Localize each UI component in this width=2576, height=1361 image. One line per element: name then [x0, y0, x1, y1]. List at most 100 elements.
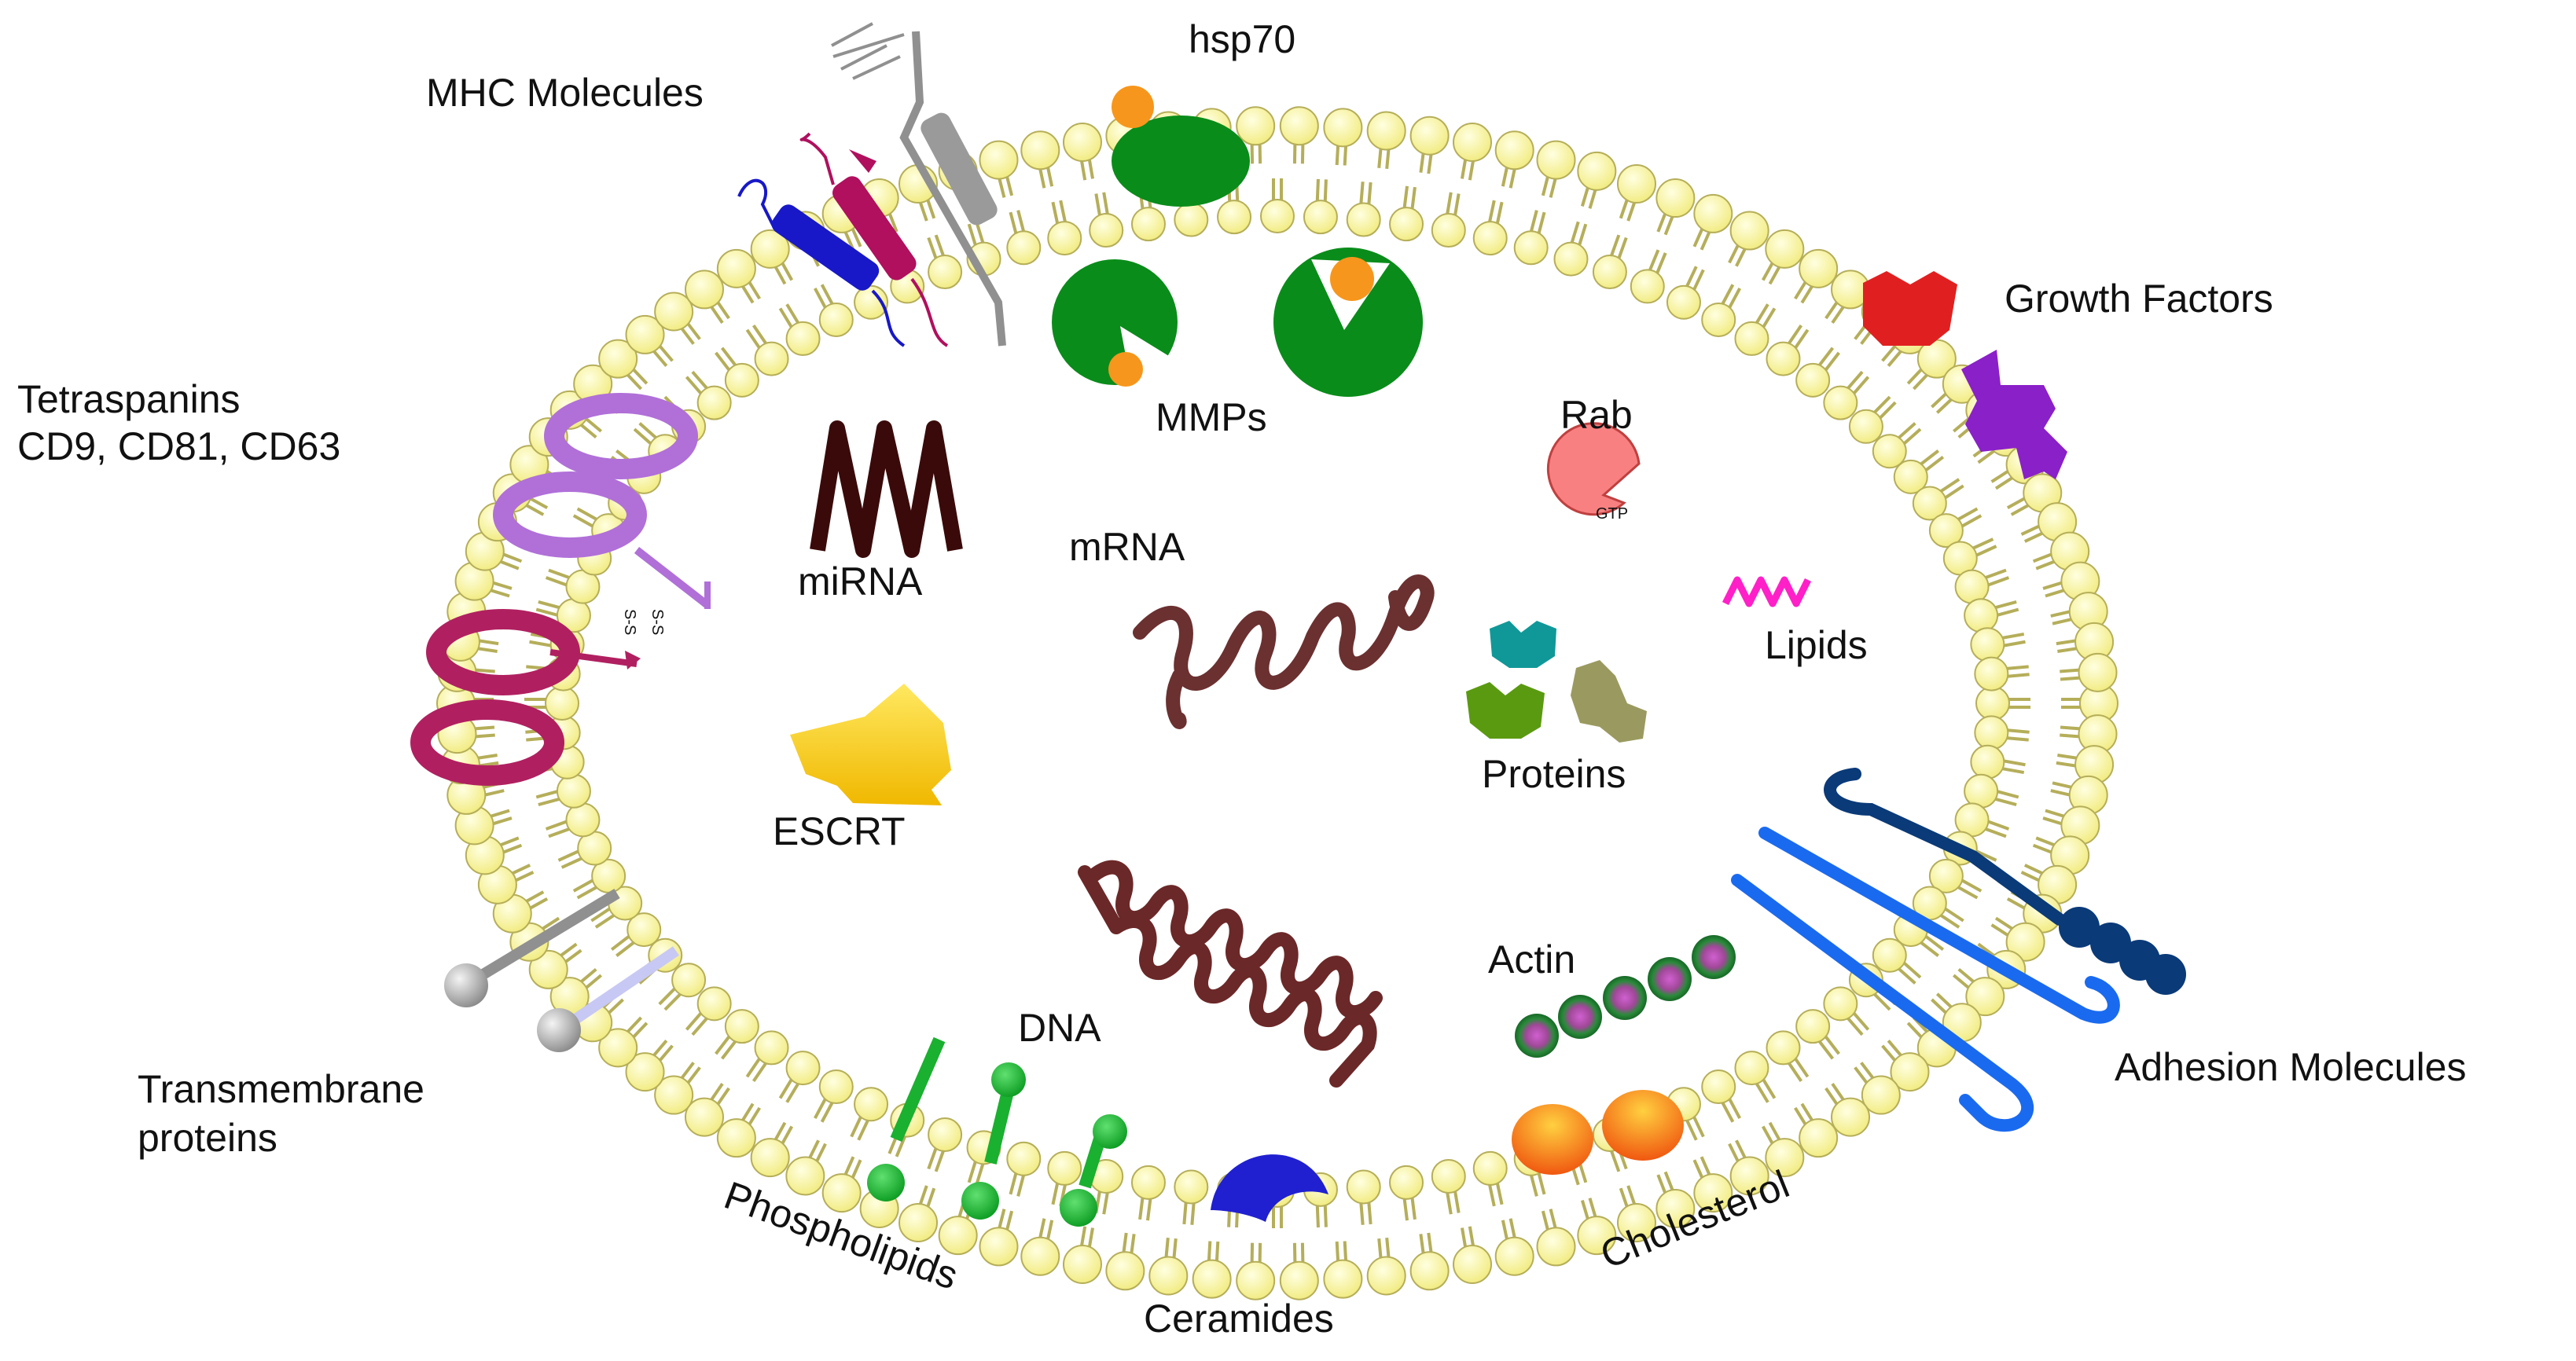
lipid-head — [598, 1028, 638, 1068]
lipid-head — [598, 339, 638, 379]
lipid-head — [1592, 255, 1627, 290]
lipid-head — [785, 321, 821, 356]
lipid-head — [654, 292, 694, 332]
lipid-head — [785, 1051, 821, 1086]
lipid-head — [1928, 513, 1964, 548]
escrt-icon — [790, 684, 951, 805]
transmembrane-proteins-icon — [444, 889, 679, 1052]
lipid-head — [1236, 106, 1276, 146]
lipid-head — [979, 1227, 1019, 1267]
lipid-head — [724, 362, 759, 398]
lipid-head — [1453, 122, 1493, 162]
lipid-head — [1577, 1216, 1617, 1256]
lipid-head — [754, 1030, 789, 1066]
lipid-head — [938, 1216, 978, 1256]
lipid-head — [1701, 1069, 1736, 1105]
lipid-head — [1848, 409, 1883, 444]
lipid-head — [1494, 1236, 1534, 1276]
lipid-head — [1701, 302, 1736, 337]
lipid-head — [1553, 241, 1589, 277]
lipid-head — [1431, 1158, 1466, 1194]
lipid-head — [1303, 200, 1338, 235]
lipid-head — [1823, 385, 1858, 420]
lipid-head — [684, 1097, 724, 1137]
lipid-head — [1047, 1150, 1082, 1186]
lipid-head — [1062, 1245, 1102, 1285]
lipid-head — [1766, 1030, 1801, 1066]
lipid-head — [1861, 1075, 1901, 1115]
lipid-head — [1795, 362, 1831, 398]
hsp70-protein-icon — [1112, 86, 1250, 207]
lipid-head — [1389, 207, 1424, 242]
lipid-head — [1831, 1097, 1871, 1137]
lipid-head — [1148, 1256, 1189, 1296]
lipid-head — [1974, 656, 2009, 692]
lipid-head — [556, 773, 591, 809]
lipid-head — [1047, 221, 1082, 256]
lipid-head — [1666, 284, 1701, 320]
lipid-head — [854, 284, 889, 320]
tetraspanins-cd-label: CD9, CD81, CD63 — [17, 424, 341, 468]
lipid-bilayer-membrane — [436, 106, 2118, 1300]
lipid-head — [1729, 1156, 1769, 1196]
lipid-head — [1655, 1188, 1696, 1228]
lipid-head — [1872, 937, 1907, 973]
adhesion-molecules-icon — [1731, 768, 2186, 1132]
ceramides-label: Ceramides — [1144, 1297, 1334, 1341]
rab-label: Rab — [1560, 393, 1633, 437]
lipid-head — [818, 302, 854, 337]
lipid-head — [1130, 207, 1166, 242]
lipid-head — [1472, 221, 1508, 256]
lipid-head — [1494, 130, 1534, 171]
dna-label: DNA — [1018, 1006, 1101, 1050]
lipid-head — [1536, 140, 1576, 180]
lipid-head — [1577, 151, 1617, 191]
lipid-head — [1020, 1236, 1060, 1276]
lipid-head — [545, 686, 579, 721]
lipid-head — [716, 248, 756, 288]
lipid-head — [750, 229, 790, 269]
lipid-head — [979, 140, 1019, 180]
lipid-head — [1409, 1251, 1450, 1291]
escrt-label: ESCRT — [773, 809, 906, 853]
lipid-head — [1431, 213, 1466, 248]
lipid-head — [1346, 1169, 1381, 1205]
lipid-head — [1693, 193, 1733, 233]
lipid-head — [1105, 1251, 1145, 1291]
lipid-head — [1089, 213, 1124, 248]
lipid-head — [1799, 1118, 1839, 1158]
mirna-icon — [810, 420, 963, 558]
lipid-head — [1970, 744, 2005, 780]
lipid-head — [1630, 269, 1665, 304]
lipid-head — [750, 1138, 790, 1178]
lipid-head — [1872, 434, 1907, 469]
lipid-head — [1130, 1165, 1166, 1200]
lipid-head — [1954, 569, 1990, 604]
lipid-head — [2005, 922, 2045, 962]
lipid-head — [1693, 1173, 1733, 1213]
lipid-head — [1174, 202, 1209, 237]
lipid-head — [1366, 111, 1406, 151]
lipid-head — [1765, 229, 1805, 269]
lipid-head — [1217, 200, 1252, 235]
lipid-head — [565, 802, 601, 838]
lipid-head — [1823, 986, 1858, 1022]
lipid-head — [696, 986, 732, 1022]
tetraspanins-label: Tetraspanins — [17, 377, 241, 421]
disulfide-bond-label-2: S-S — [649, 609, 666, 635]
lipid-head — [654, 1075, 694, 1115]
lipid-head — [1536, 1227, 1576, 1267]
lipid-head — [1323, 108, 1363, 148]
lipid-head — [684, 270, 724, 310]
transmembrane-label: Transmembrane — [138, 1067, 424, 1111]
lipid-head — [1729, 211, 1769, 251]
lipid-head — [1236, 1260, 1276, 1300]
lipid-head — [1655, 178, 1696, 218]
adhesion-molecules-label: Adhesion Molecules — [2115, 1045, 2467, 1089]
lipid-head — [1472, 1150, 1508, 1186]
lipid-head — [1409, 116, 1450, 156]
mrna-label: mRNA — [1069, 525, 1185, 569]
lipid-head — [1734, 1051, 1769, 1086]
growth-factors-icon — [1863, 271, 2067, 479]
